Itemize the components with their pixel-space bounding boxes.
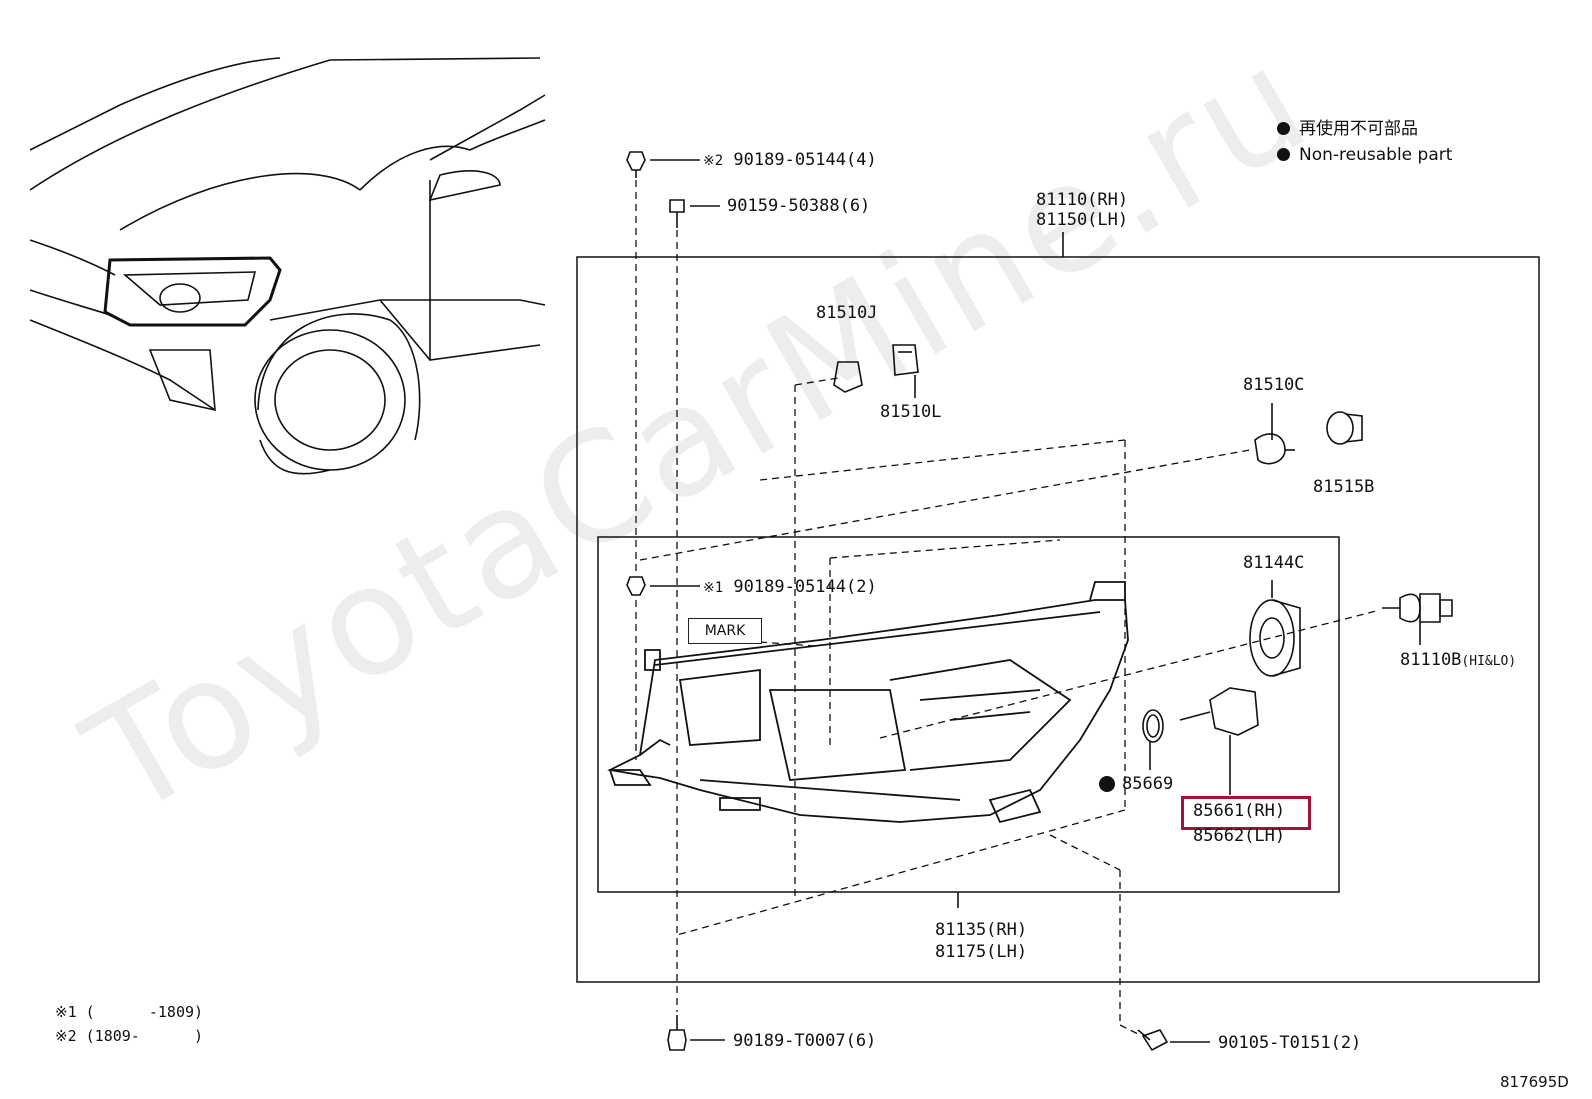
part-label-socket-l[interactable]: 81510L — [880, 402, 942, 422]
note-2: ※2 (1809- ) — [55, 1027, 204, 1045]
bolt-icon — [626, 576, 646, 596]
part-label-assy-lh[interactable]: 81150(LH) — [1036, 210, 1129, 230]
bolt-icon — [669, 199, 685, 228]
legend-en: Non-reusable part — [1277, 144, 1452, 166]
part-suffix: (HI&LO) — [1461, 654, 1517, 669]
bolt-icon — [667, 1015, 687, 1051]
diagram-id: 817695D — [1500, 1073, 1569, 1091]
gasket-ring-icon — [1142, 709, 1164, 743]
fastener-label-3[interactable]: ※1 90189-05144(2) — [703, 577, 877, 598]
part-label-assy-rh[interactable]: 81110(RH) — [1036, 190, 1129, 210]
fastener-label-1[interactable]: ※2 90189-05144(4) — [703, 150, 877, 171]
unit-frame — [597, 536, 1340, 893]
part-label-actuator-rh[interactable]: 85661(RH) — [1193, 801, 1286, 821]
vehicle-overview-sketch — [29, 57, 546, 475]
non-reusable-dot-icon — [1277, 148, 1290, 161]
halogen-bulb-icon — [1382, 593, 1453, 623]
fastener-part-number: 90189-05144(2) — [733, 577, 877, 597]
part-label-cover[interactable]: 81144C — [1243, 553, 1305, 573]
headlamp-unit — [607, 581, 1129, 824]
part-label-socket-b[interactable]: 81515B — [1313, 477, 1375, 497]
note-1: ※1 ( -1809) — [55, 1003, 204, 1021]
fastener-label-2[interactable]: 90159-50388(6) — [727, 196, 871, 216]
part-label-unit-rh[interactable]: 81135(RH) — [935, 920, 1028, 940]
part-label-gasket[interactable]: 85669 — [1122, 774, 1174, 794]
part-label-bulb-hilo[interactable]: 81110B(HI&LO) — [1400, 650, 1516, 672]
legend-jp: 再使用不可部品 — [1277, 118, 1418, 140]
part-label-socket-j[interactable]: 81510J — [816, 303, 878, 323]
leveling-actuator-icon — [1179, 687, 1259, 795]
bolt-icon — [1137, 1029, 1169, 1052]
socket-icon — [892, 344, 919, 376]
fastener-part-number: 90189-05144(4) — [733, 150, 877, 170]
legend-en-text: Non-reusable part — [1299, 145, 1453, 165]
part-label-bulb-c[interactable]: 81510C — [1243, 375, 1305, 395]
fastener-label-4[interactable]: 90189-T0007(6) — [733, 1031, 877, 1051]
assembly-frame — [576, 256, 1540, 983]
part-label-actuator-lh[interactable]: 85662(LH) — [1193, 826, 1286, 846]
fastener-note-mark: ※2 — [703, 153, 724, 169]
mark-tag: MARK — [688, 618, 762, 644]
legend-jp-text: 再使用不可部品 — [1299, 119, 1418, 139]
amber-bulb-icon — [1254, 433, 1295, 465]
bolt-icon — [626, 151, 646, 178]
fastener-note-mark: ※1 — [703, 580, 724, 596]
non-reusable-dot-icon — [1277, 122, 1290, 135]
non-reusable-dot-icon — [1099, 776, 1115, 792]
headlamp-cover-icon — [1249, 599, 1301, 677]
socket-icon — [1326, 411, 1363, 445]
fastener-label-5[interactable]: 90105-T0151(2) — [1218, 1033, 1362, 1053]
part-number: 81110B — [1400, 650, 1462, 670]
wedge-bulb-icon — [833, 361, 863, 393]
part-label-unit-lh[interactable]: 81175(LH) — [935, 942, 1028, 962]
highlighted-part-box — [1181, 796, 1311, 830]
